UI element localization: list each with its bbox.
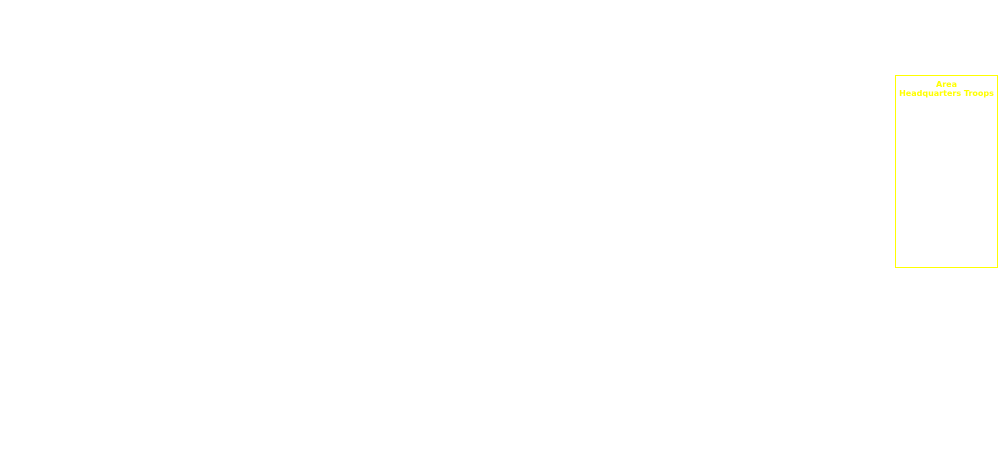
node-label-line-1: Area — [936, 80, 957, 89]
area-headquarters-troops-box: Area Headquarters Troops — [895, 75, 998, 268]
node-label-line-2: Headquarters Troops — [899, 89, 994, 98]
